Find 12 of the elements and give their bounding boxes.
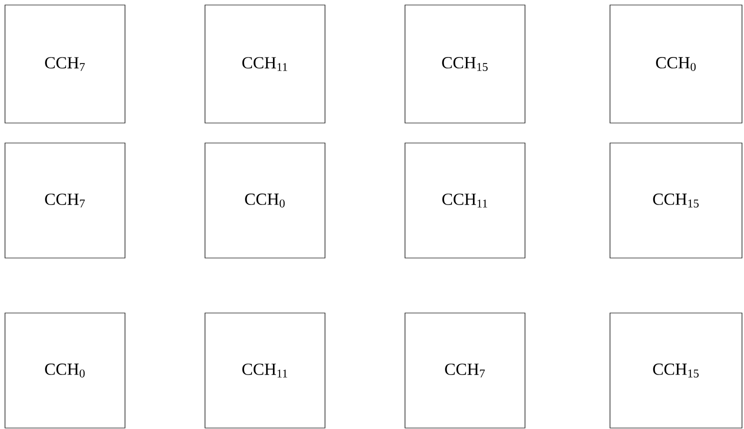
text-box: CCH$_{0}$	[610, 4, 742, 124]
text-box: CCH$_{7}$	[404, 312, 526, 428]
text-box: CCH$_{0}$	[4, 312, 126, 428]
text-box: CCH$_{15}$	[610, 312, 742, 428]
text-box: CCH$_{0}$	[204, 142, 326, 258]
text-box: CCH$_{15}$	[404, 4, 526, 124]
text-box: CCH$_{7}$	[4, 142, 126, 258]
text-box: CCH$_{7}$	[4, 4, 126, 124]
text-box: CCH$_{11}$	[204, 312, 326, 428]
text-box: CCH$_{11}$	[404, 142, 526, 258]
text-box: CCH$_{11}$	[204, 4, 326, 124]
text-box: CCH$_{15}$	[610, 142, 742, 258]
